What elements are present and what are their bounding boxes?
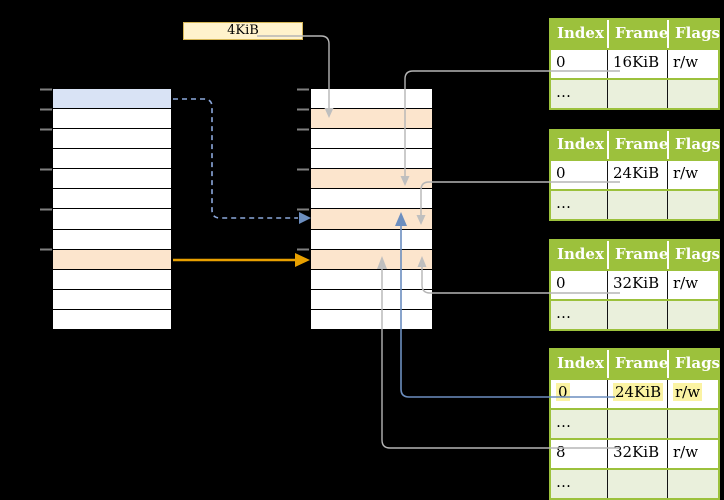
memory-row xyxy=(53,89,171,110)
cell-flags: r/w xyxy=(667,161,718,189)
memory-row xyxy=(53,229,171,250)
virtual-address-ticks xyxy=(40,88,52,251)
cell-flags xyxy=(667,470,718,498)
cell-frame xyxy=(607,80,667,108)
cell-index: … xyxy=(551,80,607,108)
table-row: … xyxy=(551,468,718,498)
memory-row xyxy=(53,289,171,310)
cell-flags: r/w xyxy=(667,440,718,468)
memory-row xyxy=(53,189,171,210)
column-header-frame: Frame xyxy=(607,131,668,159)
cell-frame: 32KiB xyxy=(607,440,667,468)
memory-row xyxy=(53,209,171,230)
table-row: 0 32KiB r/w xyxy=(551,269,718,299)
cell-index: … xyxy=(551,470,607,498)
memory-row xyxy=(311,249,432,270)
physical-memory-column xyxy=(310,88,433,330)
memory-row xyxy=(53,109,171,130)
page-table-diagram: { "page_size_label": { "text": "4KiB" },… xyxy=(40,18,720,500)
page-table-3: Index Frame Flags 0 32KiB r/w … xyxy=(549,239,720,331)
column-header-index: Index xyxy=(557,135,604,153)
memory-row xyxy=(311,309,432,329)
cell-frame: 32KiB xyxy=(607,271,667,299)
column-header-frame: Frame xyxy=(607,20,668,48)
memory-row xyxy=(53,269,171,290)
table-row: … xyxy=(551,408,718,438)
table-row: 0 24KiB r/w xyxy=(551,159,718,189)
memory-row xyxy=(311,129,432,150)
cell-index: … xyxy=(551,301,607,329)
page-table-header: Index Frame Flags xyxy=(551,20,720,48)
cell-index: 0 xyxy=(551,50,607,78)
virtual-memory-column xyxy=(52,88,172,330)
cell-index: 0 xyxy=(551,380,607,408)
cell-frame xyxy=(607,301,667,329)
cell-index: … xyxy=(551,191,607,219)
page-table-1: Index Frame Flags 0 16KiB r/w … xyxy=(549,18,720,110)
table-row: … xyxy=(551,189,718,219)
memory-row xyxy=(311,209,432,230)
table-row: … xyxy=(551,78,718,108)
memory-row xyxy=(311,269,432,290)
page-table-header: Index Frame Flags xyxy=(551,241,720,269)
page-table-2: Index Frame Flags 0 24KiB r/w … xyxy=(549,129,720,221)
page-table-header: Index Frame Flags xyxy=(551,131,720,159)
cell-index: 0 xyxy=(551,271,607,299)
page-size-label: 4KiB xyxy=(183,22,303,40)
memory-row xyxy=(53,309,171,329)
cell-flags: r/w xyxy=(667,271,718,299)
cell-flags: r/w xyxy=(667,50,718,78)
table-row: 0 16KiB r/w xyxy=(551,48,718,78)
cell-flags xyxy=(667,191,718,219)
memory-row xyxy=(53,129,171,150)
memory-row xyxy=(53,149,171,170)
column-header-index: Index xyxy=(557,245,604,263)
column-header-flags: Flags xyxy=(667,20,720,48)
memory-row xyxy=(311,149,432,170)
arrow-virtual-blue-dashed xyxy=(173,98,311,224)
cell-index: 8 xyxy=(551,440,607,468)
memory-row xyxy=(311,89,432,110)
column-header-index: Index xyxy=(557,24,604,42)
memory-row xyxy=(53,169,171,190)
memory-row xyxy=(53,249,171,270)
cell-frame: 24KiB xyxy=(607,380,667,408)
cell-frame xyxy=(607,470,667,498)
cell-flags: r/w xyxy=(667,380,718,408)
cell-frame: 24KiB xyxy=(607,161,667,189)
page-table-header: Index Frame Flags xyxy=(551,350,720,378)
memory-row xyxy=(311,289,432,310)
column-header-flags: Flags xyxy=(667,241,720,269)
cell-index: … xyxy=(551,410,607,438)
page-table-4: Index Frame Flags 0 24KiB r/w … 8 32KiB … xyxy=(549,348,720,500)
table-row-highlighted: 0 24KiB r/w xyxy=(551,378,718,408)
column-header-index: Index xyxy=(557,354,604,372)
cell-flags xyxy=(667,301,718,329)
memory-row xyxy=(311,189,432,210)
column-header-flags: Flags xyxy=(667,350,720,378)
arrow-virtual-orange xyxy=(173,253,310,267)
cell-frame xyxy=(607,191,667,219)
memory-row xyxy=(311,169,432,190)
cell-frame xyxy=(607,410,667,438)
cell-frame: 16KiB xyxy=(607,50,667,78)
column-header-frame: Frame xyxy=(607,350,668,378)
column-header-flags: Flags xyxy=(667,131,720,159)
table-row: … xyxy=(551,299,718,329)
cell-index: 0 xyxy=(551,161,607,189)
cell-flags xyxy=(667,410,718,438)
table-row: 8 32KiB r/w xyxy=(551,438,718,468)
memory-row xyxy=(311,229,432,250)
column-header-frame: Frame xyxy=(607,241,668,269)
physical-address-ticks xyxy=(297,88,309,251)
memory-row xyxy=(311,109,432,130)
cell-flags xyxy=(667,80,718,108)
